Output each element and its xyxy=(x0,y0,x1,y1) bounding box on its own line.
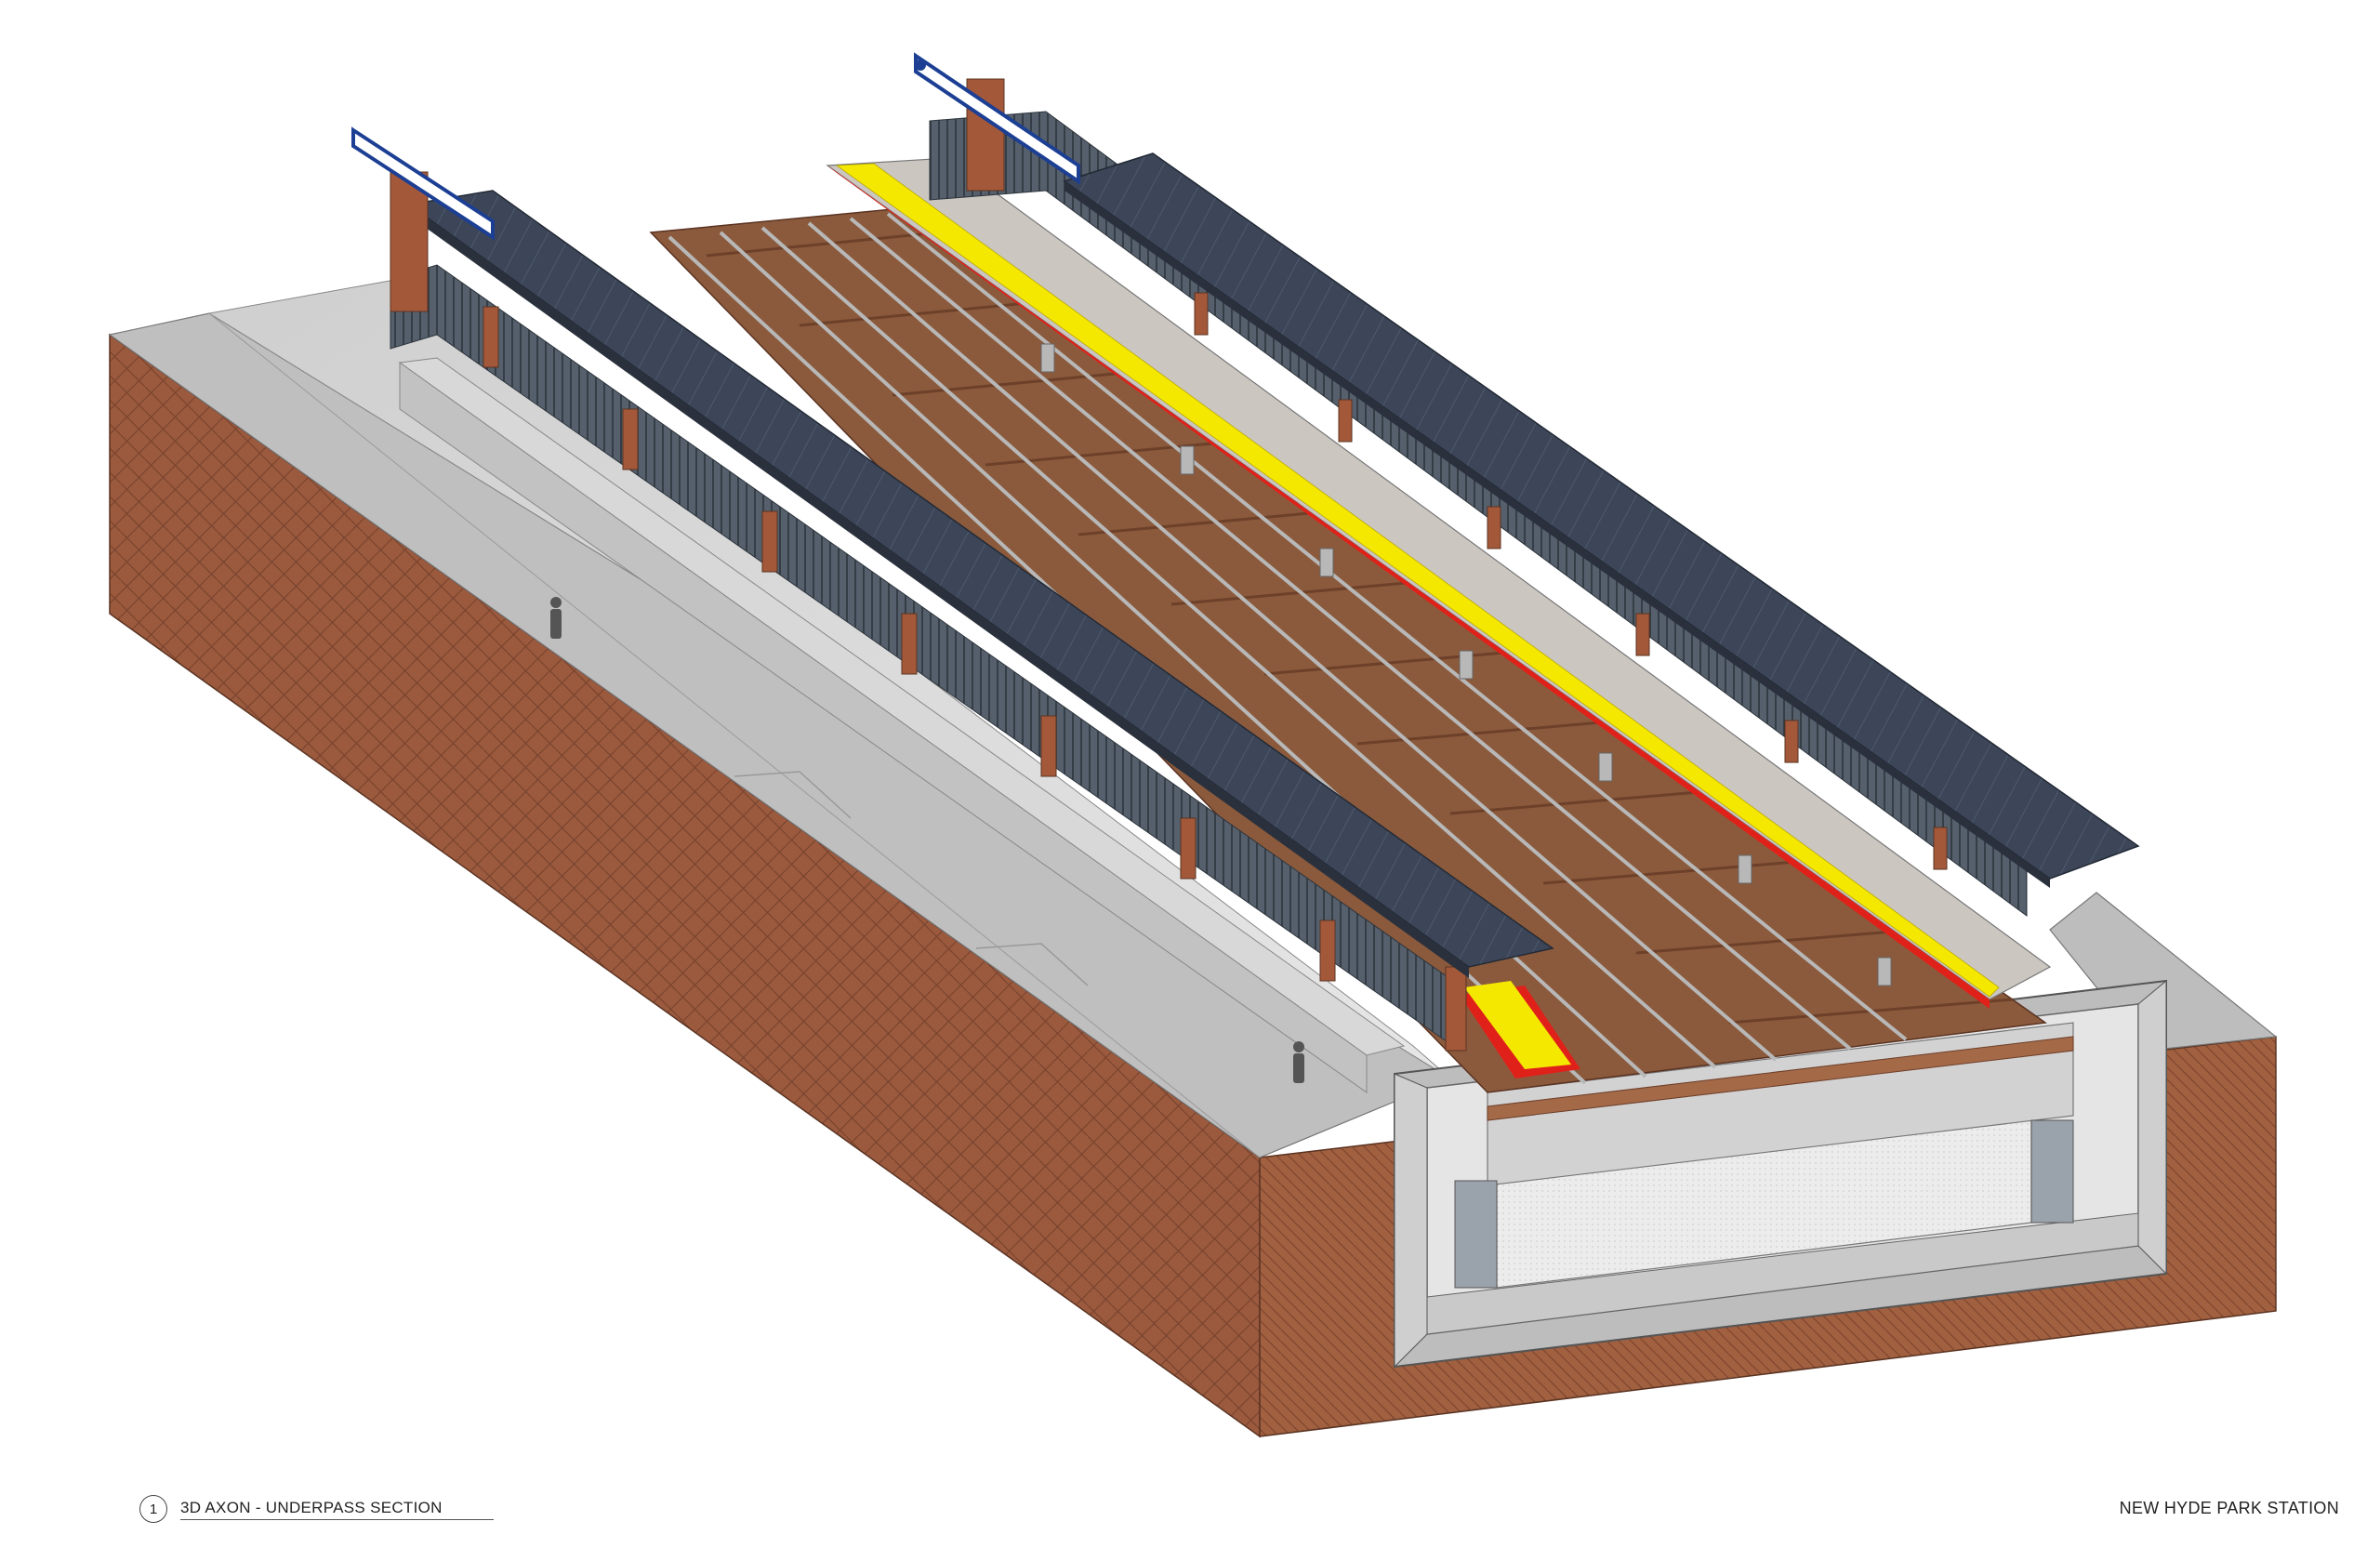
headhouse-left xyxy=(390,171,429,312)
brick-piers-right xyxy=(1194,292,1948,870)
station-name: NEW HYDE PARK STATION xyxy=(2119,1499,2339,1517)
tactile-strip-left xyxy=(1464,981,1571,1069)
person-figure xyxy=(550,597,562,639)
view-title: 3D AXON - UNDERPASS SECTION xyxy=(180,1499,494,1520)
platform-right-piers xyxy=(1040,343,1892,986)
view-caption: 1 3D AXON - UNDERPASS SECTION xyxy=(139,1495,494,1523)
view-number: 1 xyxy=(139,1495,167,1523)
person-figure xyxy=(1293,1041,1304,1083)
station-sign-left xyxy=(351,126,495,241)
brick-piers-left xyxy=(483,306,1467,1052)
fence-right xyxy=(929,111,2028,917)
tactile-strip-right xyxy=(835,163,2000,998)
platform-right-edge xyxy=(827,165,1990,1009)
